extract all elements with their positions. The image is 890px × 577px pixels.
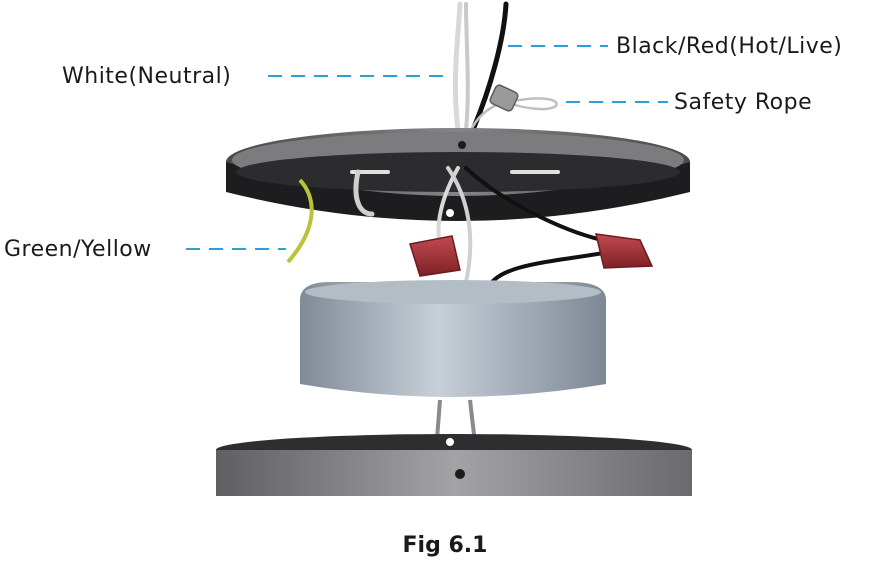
leader-lines <box>186 45 668 250</box>
label-white: White(Neutral) <box>62 64 232 89</box>
wire-nut-right <box>595 233 654 269</box>
driver-box <box>300 280 606 397</box>
rope-clamp <box>489 84 519 112</box>
white-wire <box>452 1 463 133</box>
white-wire-2 <box>464 2 470 132</box>
safety-rope <box>468 84 558 133</box>
plate-hole <box>458 141 466 149</box>
mounting-plate <box>226 128 690 221</box>
figure-caption: Fig 6.1 <box>402 533 488 558</box>
label-green-yellow: Green/Yellow <box>4 237 152 262</box>
ground-wire <box>286 178 314 264</box>
label-black-red: Black/Red(Hot/Live) <box>616 34 843 59</box>
supply-wires <box>452 1 509 135</box>
bottom-ring <box>216 434 692 496</box>
label-safety-rope: Safety Rope <box>674 90 813 115</box>
ring-hole <box>455 469 465 479</box>
black-wire <box>469 1 509 135</box>
wire-nuts <box>409 233 654 277</box>
wire-nut-left <box>409 235 461 277</box>
internal-wires <box>353 166 622 290</box>
